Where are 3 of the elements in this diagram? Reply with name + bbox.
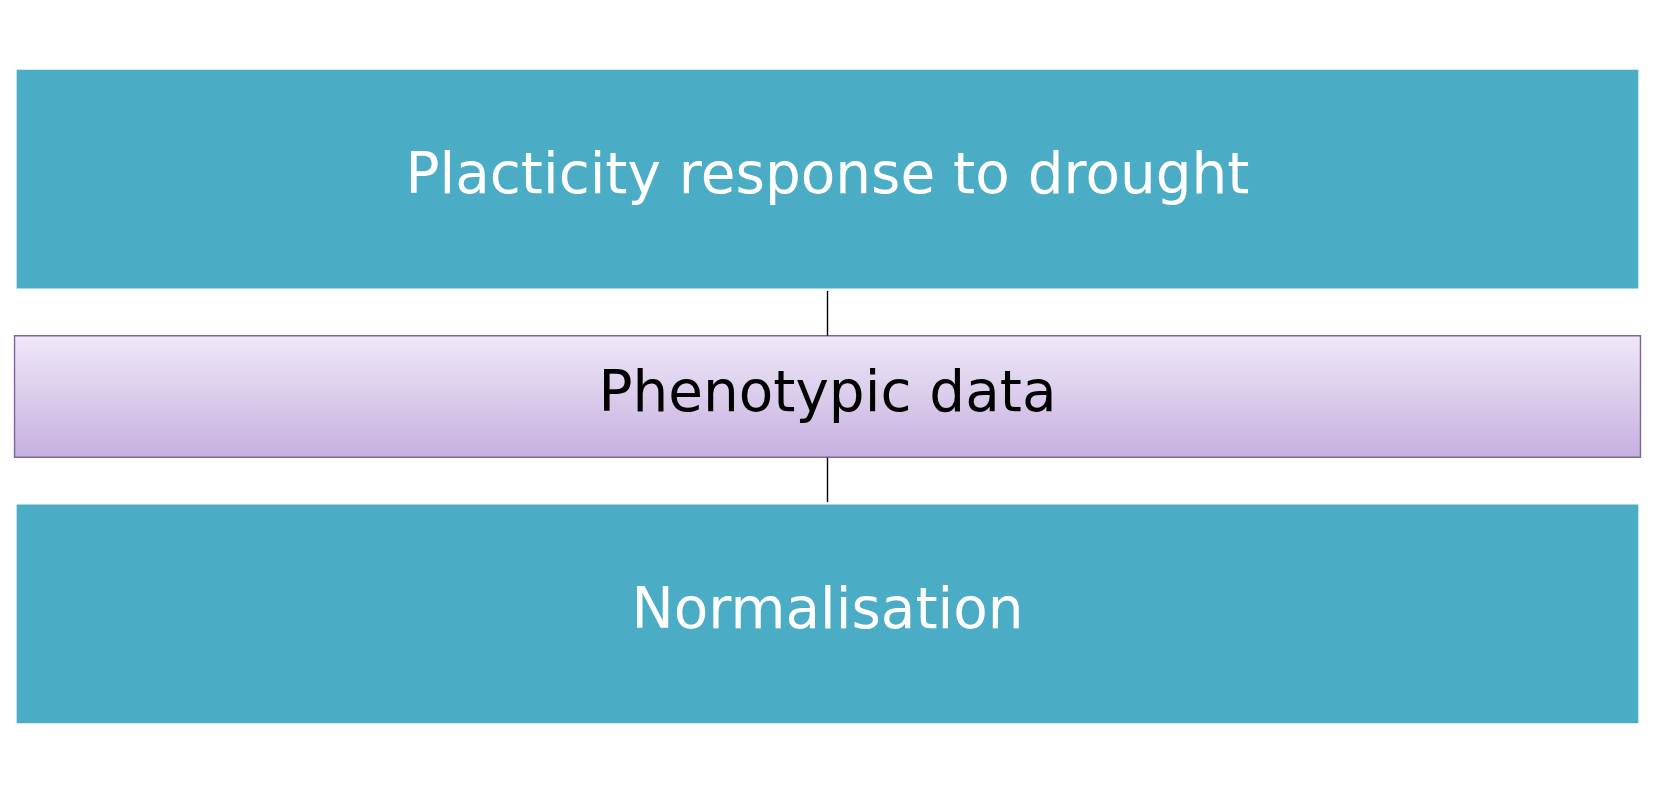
node-box: Phenotypic data <box>13 334 1642 458</box>
connector <box>826 456 829 503</box>
connector <box>826 289 829 336</box>
